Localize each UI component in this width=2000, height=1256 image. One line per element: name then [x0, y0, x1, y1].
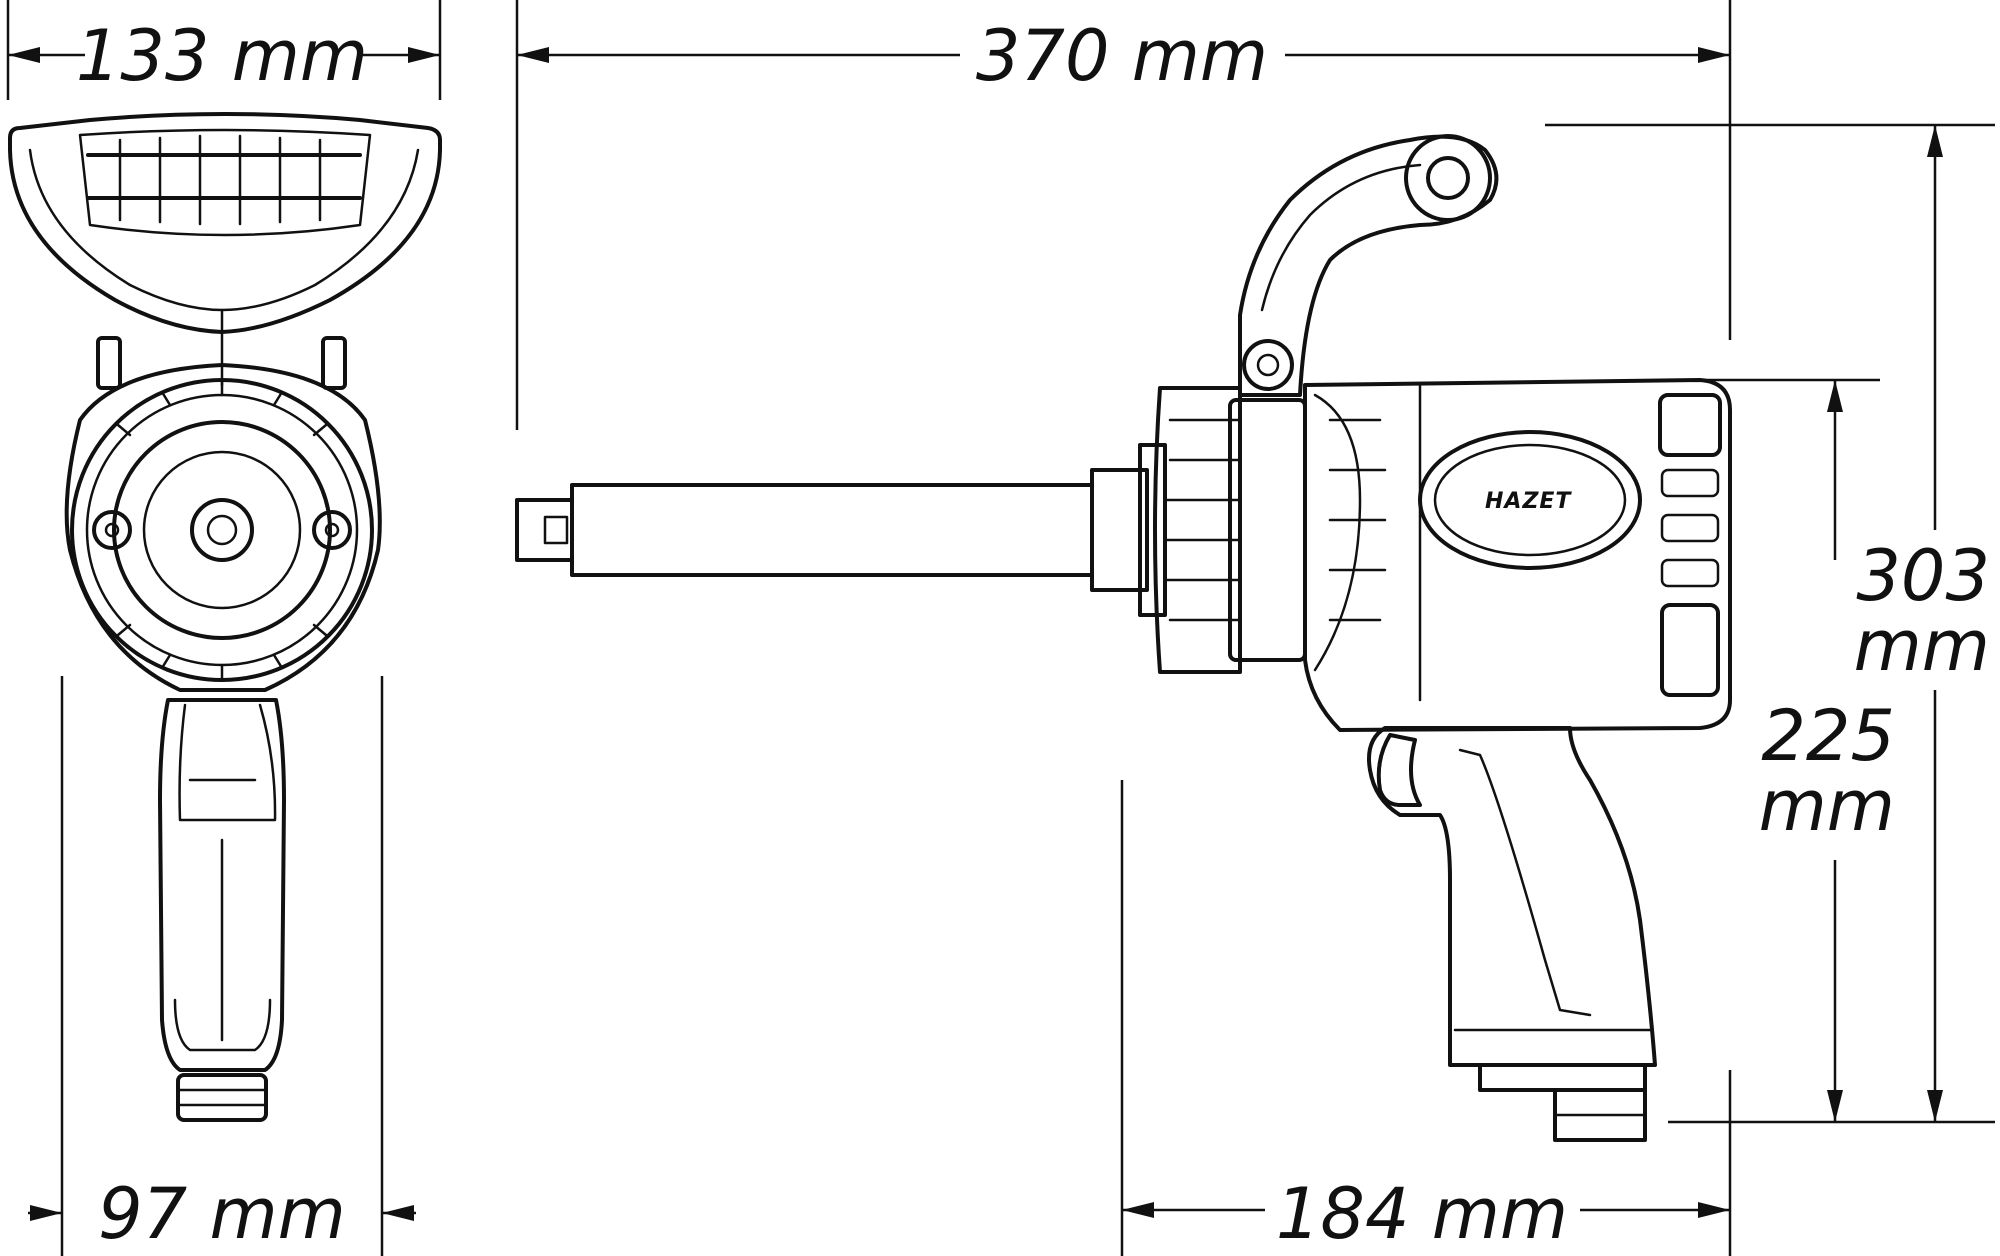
dimension-lines	[6, 0, 1995, 1256]
dim-rear-length: 184 mm	[1276, 1173, 1568, 1255]
rear-vent-slots	[1658, 393, 1722, 697]
grip-ribs	[86, 134, 362, 226]
side-view-impact-wrench-icon: HAZET	[515, 134, 1732, 1142]
dim-total-height-value: 303	[1856, 535, 1990, 617]
dim-body-height-value: 225	[1761, 695, 1895, 777]
dim-handle-width: 97 mm	[98, 1173, 346, 1255]
dim-total-height-unit: mm	[1854, 605, 1990, 687]
dim-overall-length: 370 mm	[976, 15, 1268, 97]
brand-label: HAZET	[1485, 489, 1572, 514]
dim-front-width: 133 mm	[76, 15, 368, 97]
front-view-impact-wrench-icon	[8, 112, 442, 1122]
cooling-fins	[116, 378, 328, 682]
dim-body-height-unit: mm	[1759, 765, 1895, 847]
